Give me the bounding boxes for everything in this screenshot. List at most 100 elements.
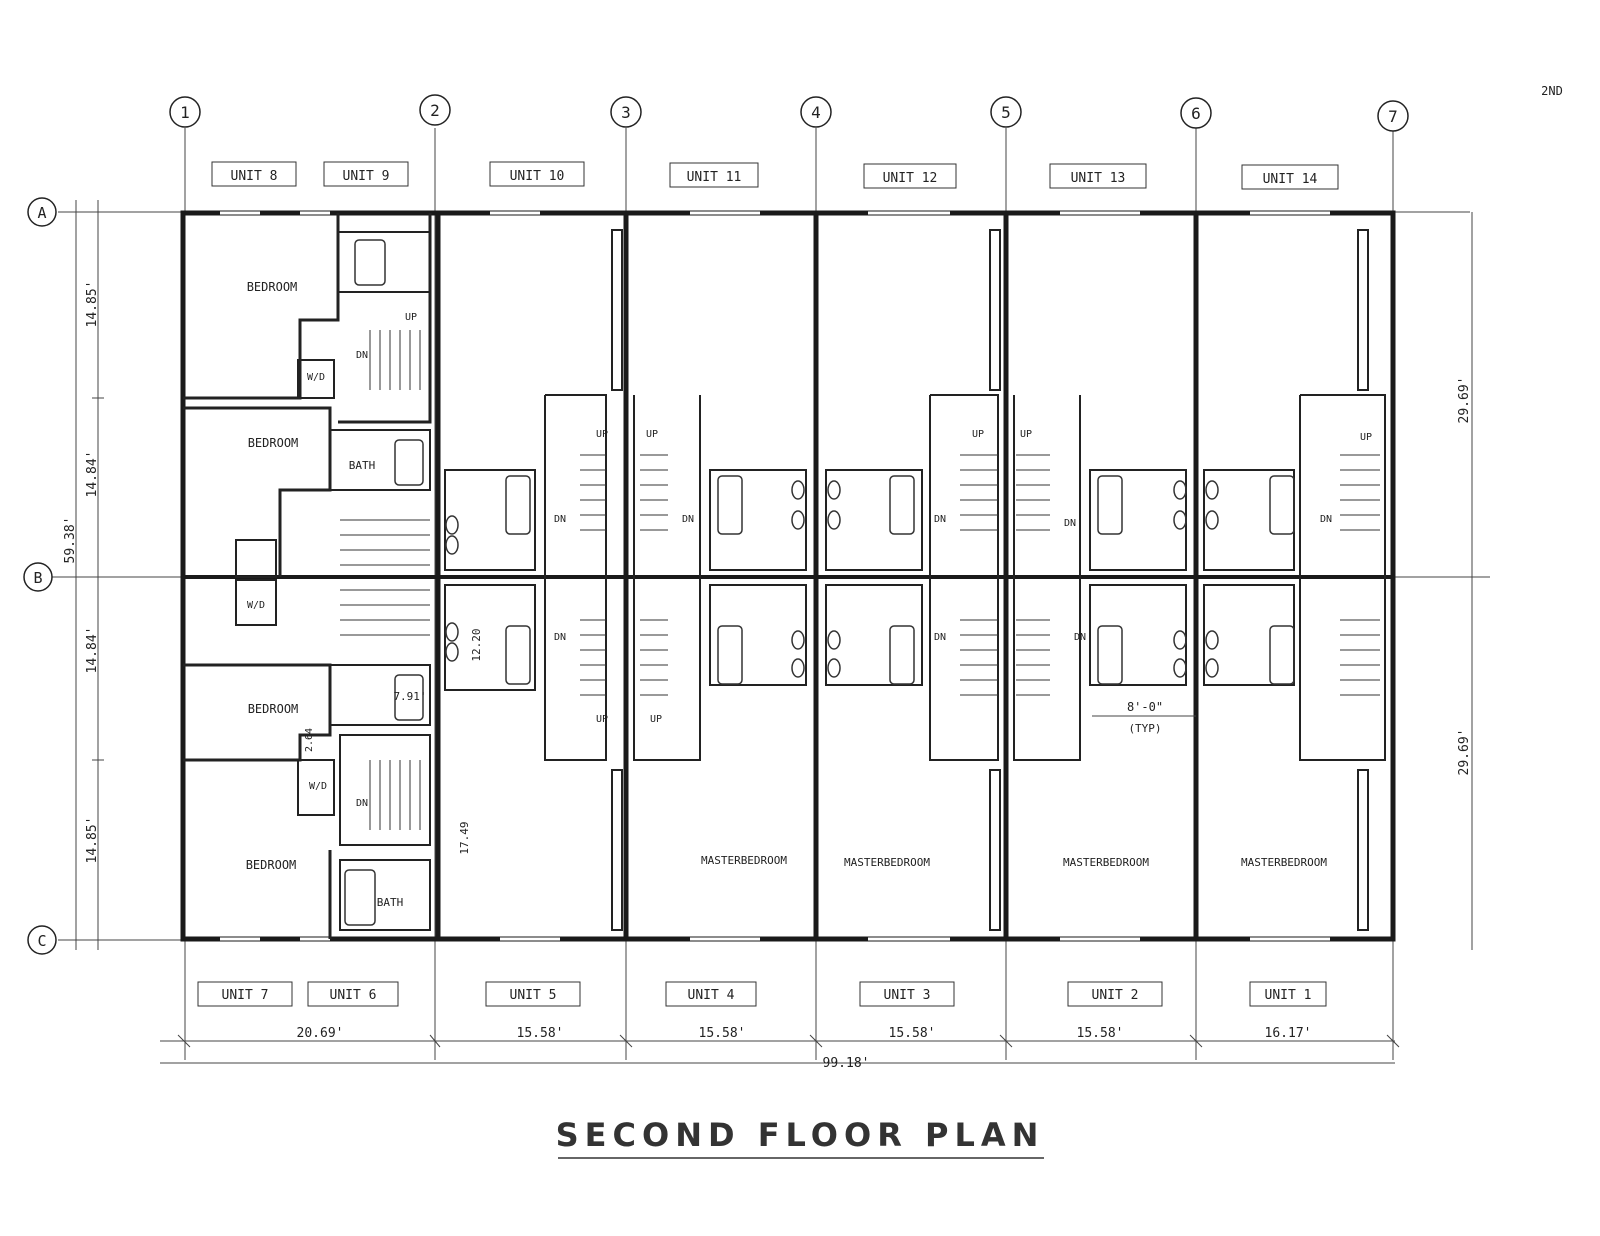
- room-label-master-2: MASTERBEDROOM: [844, 856, 930, 869]
- stair-dn-1: DN: [356, 350, 368, 361]
- dim-right-2: 29.69': [1457, 729, 1472, 776]
- stair-dn-9: DN: [1074, 632, 1086, 643]
- unit-cores: [444, 229, 1386, 931]
- unit-label-7: UNIT 7: [222, 988, 269, 1003]
- unit-label-2: UNIT 2: [1092, 988, 1139, 1003]
- room-label-bath-1: BATH: [349, 459, 376, 472]
- grid-bubble-4: [800, 96, 832, 128]
- dim-bottom-2: 15.58': [517, 1026, 564, 1041]
- unit-label-9: UNIT 9: [343, 169, 390, 184]
- stair-dn-8: DN: [934, 632, 946, 643]
- stair-up-8: UP: [1360, 432, 1372, 443]
- room-label-bedroom-3: BEDROOM: [248, 702, 299, 716]
- room-label-bath-2: BATH: [377, 896, 404, 909]
- room-label-master-4: MASTERBEDROOM: [1241, 856, 1327, 869]
- grid-label-2: 2: [430, 101, 440, 120]
- note-typ-dim: 8'-0": [1127, 700, 1163, 714]
- grid-bubble-3: [610, 96, 642, 128]
- dim-overall-depth: 59.38': [63, 517, 78, 564]
- dim-bottom-5: 15.58': [1077, 1026, 1124, 1041]
- stair-dn-6: DN: [934, 514, 946, 525]
- stair-up-6: UP: [972, 429, 984, 440]
- grid-label-5: 5: [1001, 103, 1011, 122]
- unit-label-5: UNIT 5: [510, 988, 557, 1003]
- dim-left-1: 14.85': [85, 281, 100, 328]
- grid-bubble-b: [23, 562, 53, 592]
- unit-label-12: UNIT 12: [883, 171, 938, 186]
- room-label-wd-1: W/D: [307, 372, 325, 383]
- stair-dn-3: DN: [554, 514, 566, 525]
- party-walls: [183, 213, 1393, 939]
- windows: [220, 211, 1330, 941]
- note-791: 7.91': [393, 690, 426, 703]
- stair-dn-4: DN: [682, 514, 694, 525]
- room-label-bedroom-1: BEDROOM: [247, 280, 298, 294]
- note-264: 2.64: [304, 728, 315, 752]
- unit-label-8: UNIT 8: [231, 169, 278, 184]
- unit-label-14: UNIT 14: [1263, 172, 1318, 187]
- unit-label-13: UNIT 13: [1071, 171, 1126, 186]
- unit-label-4: UNIT 4: [688, 988, 735, 1003]
- west-stairs: [340, 330, 430, 830]
- row-bubbles: A B C: [23, 197, 57, 955]
- grid-label-4: 4: [811, 103, 821, 122]
- grid-bubble-5: [990, 96, 1022, 128]
- grid-bubble-a: [27, 197, 57, 227]
- stair-up-1: UP: [405, 312, 417, 323]
- grid-label-1: 1: [180, 103, 190, 122]
- top-unit-labels: [211, 161, 1339, 190]
- unit-label-1: UNIT 1: [1265, 988, 1312, 1003]
- grid-label-7: 7: [1388, 107, 1398, 126]
- bath-fixtures: [344, 239, 1295, 926]
- dim-left-2: 14.84': [85, 451, 100, 498]
- dim-bottom-6: 16.17': [1265, 1026, 1312, 1041]
- stair-up-5: UP: [650, 714, 662, 725]
- stair-dn-10: DN: [1320, 514, 1332, 525]
- dim-bottom-1: 20.69': [297, 1026, 344, 1041]
- column-grid: [184, 128, 1394, 1060]
- unit-label-6: UNIT 6: [330, 988, 377, 1003]
- note-typ: (TYP): [1128, 722, 1161, 735]
- grid-label-c: C: [37, 932, 46, 950]
- unit-label-11: UNIT 11: [687, 170, 742, 185]
- dim-left-3: 14.84': [85, 627, 100, 674]
- dim-bottom-3: 15.58': [699, 1026, 746, 1041]
- grid-bubble-2: [419, 94, 451, 126]
- room-label-wd-3: W/D: [309, 781, 327, 792]
- grid-label-6: 6: [1191, 104, 1201, 123]
- dimension-lines: [75, 200, 1473, 1064]
- dim-overall-width: 99.18': [823, 1056, 870, 1071]
- stair-up-4: UP: [596, 714, 608, 725]
- stair-dn-7: DN: [1064, 518, 1076, 529]
- grid-bubble-1: [169, 96, 201, 128]
- stair-up-2: UP: [596, 429, 608, 440]
- west-units-interior: [183, 213, 432, 939]
- room-label-wd-2: W/D: [247, 600, 265, 611]
- page-mark: 2ND: [1541, 84, 1563, 98]
- stair-dn-5: DN: [554, 632, 566, 643]
- unit-label-10: UNIT 10: [510, 169, 565, 184]
- stair-up-7: UP: [1020, 429, 1032, 440]
- note-1220: 12.20: [470, 628, 483, 661]
- column-bubbles: 1 2 3 4 5 6 7: [169, 94, 1409, 132]
- stair-dn-2: DN: [356, 798, 368, 809]
- grid-bubble-c: [27, 925, 57, 955]
- grid-label-3: 3: [621, 103, 631, 122]
- room-label-bedroom-2: BEDROOM: [248, 436, 299, 450]
- grid-label-a: A: [37, 204, 46, 222]
- grid-bubble-7: [1377, 100, 1409, 132]
- dim-right-1: 29.69': [1457, 377, 1472, 424]
- room-label-master-3: MASTERBEDROOM: [1063, 856, 1149, 869]
- dim-bottom-4: 15.58': [889, 1026, 936, 1041]
- dim-left-4: 14.85': [85, 817, 100, 864]
- unit-label-3: UNIT 3: [884, 988, 931, 1003]
- grid-bubble-6: [1180, 97, 1212, 129]
- grid-label-b: B: [33, 569, 42, 587]
- core-stairs: [580, 454, 1380, 696]
- bottom-unit-labels: [197, 981, 1327, 1007]
- drawing-title: SECOND FLOOR PLAN: [556, 1116, 1045, 1154]
- room-label-master-1: MASTERBEDROOM: [701, 854, 787, 867]
- stair-up-3: UP: [646, 429, 658, 440]
- room-label-bedroom-4: BEDROOM: [246, 858, 297, 872]
